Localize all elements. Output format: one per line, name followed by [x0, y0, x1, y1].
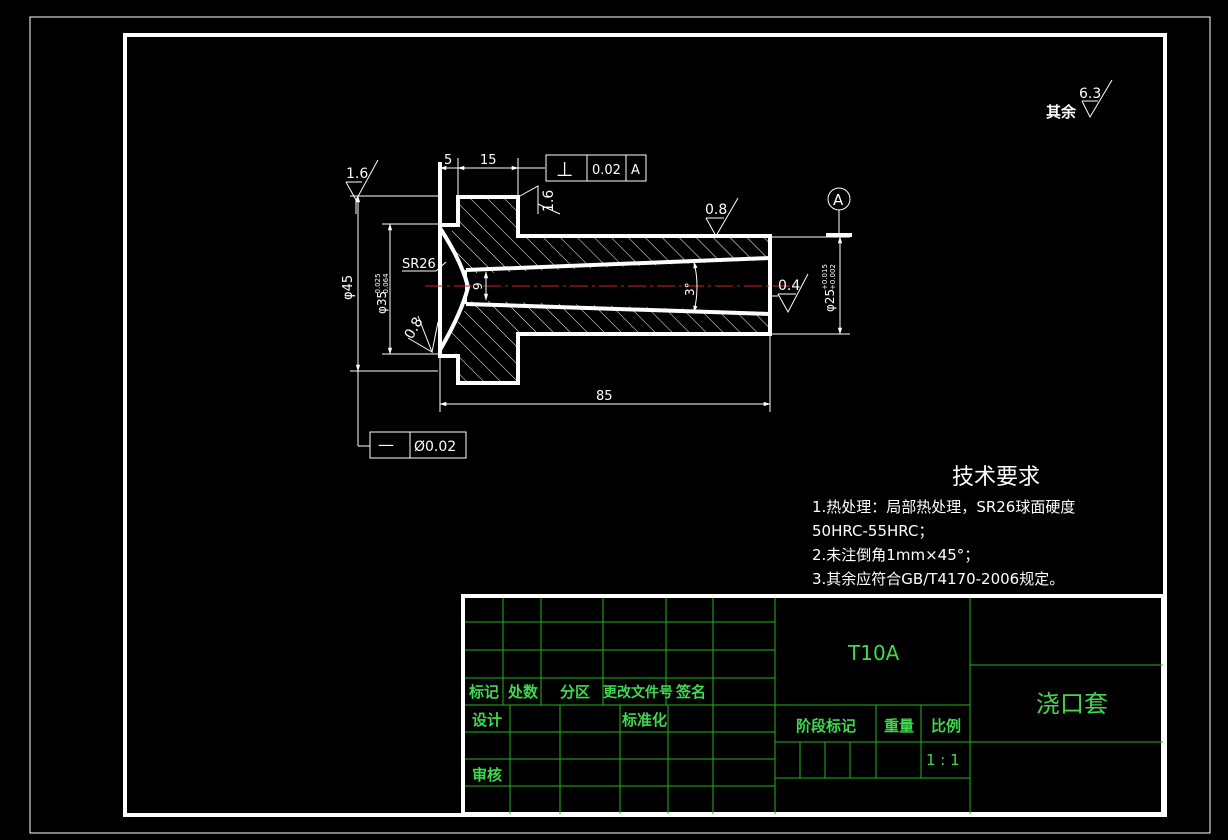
roughness-shoulder: 1.6	[519, 185, 561, 215]
tb-part-name: 浇口套	[1036, 690, 1108, 718]
bore-upper	[465, 256, 771, 272]
outer-frame	[29, 16, 1211, 834]
dim-end-tol-lower: +0.002	[829, 264, 837, 290]
tb-material: T10A	[847, 641, 900, 665]
dim-flange-diameter	[350, 195, 438, 446]
roughness-bore-value: 0.4	[778, 278, 800, 294]
roughness-shoulder-value: 1.6	[541, 190, 557, 212]
roughness-other-label: 其余	[1046, 103, 1077, 121]
lower-hatch	[446, 301, 770, 383]
dim-overall-length	[439, 336, 771, 412]
roughness-left-value: 1.6	[346, 166, 368, 182]
part-section	[425, 162, 790, 385]
tb-header-mark: 标记	[468, 683, 499, 701]
roughness-outer: 0.8	[705, 197, 739, 238]
tb-header-signature: 签名	[675, 683, 706, 701]
tb-review: 审核	[472, 766, 502, 784]
dim-end-diameter-text: φ25	[823, 289, 837, 312]
dim-bore-text: 9	[471, 282, 485, 290]
dim-taper-text: 3°	[683, 282, 697, 296]
tb-header-zone: 分区	[560, 683, 590, 701]
tech-requirement-line-1: 1.热处理：局部热处理，SR26球面硬度	[812, 498, 1075, 516]
spherical-face	[438, 226, 471, 352]
tech-requirements-title: 技术要求	[952, 465, 1040, 490]
fcf-perpendicularity: ⊥ 0.02 A	[545, 154, 647, 182]
fcf-perp-symbol: ⊥	[556, 157, 573, 181]
dim-end-tol-upper: +0.015	[821, 264, 829, 290]
tech-requirements: 技术要求 1.热处理：局部热处理，SR26球面硬度 50HRC-55HRC； 2…	[812, 465, 1075, 588]
dim-shoulder-tol-lower: -0.064	[382, 273, 390, 296]
tb-header-change-doc: 更改文件号	[603, 684, 673, 701]
datum-a-label: A	[833, 191, 844, 209]
tb-weight: 重量	[884, 717, 914, 735]
fcf-perp-value: 0.02	[592, 163, 621, 178]
roughness-bore: 0.4	[770, 273, 809, 314]
bore-lower	[465, 302, 771, 316]
tech-requirement-line-4: 3.其余应符合GB/T4170-2006规定。	[812, 570, 1064, 588]
roughness-other: 其余 6.3	[1046, 79, 1113, 121]
dim-shoulder-length: 15	[480, 153, 497, 168]
dim-flange-diameter-text: φ45	[341, 275, 356, 300]
dim-overall-length-text: 85	[596, 389, 613, 404]
tb-scale-value: 1 : 1	[926, 751, 960, 769]
tb-scale-label: 比例	[931, 717, 961, 735]
tech-requirement-line-2: 50HRC-55HRC；	[812, 522, 933, 540]
upper-hatch	[446, 197, 770, 273]
roughness-left-face: 1.6	[345, 159, 379, 214]
dim-top	[439, 158, 545, 196]
fcf-straight-value: Ø0.02	[414, 439, 456, 455]
fcf-straight-symbol: —	[378, 435, 394, 454]
roughness-outer-value: 0.8	[705, 202, 727, 218]
outer-contour	[438, 162, 772, 385]
dim-shoulder-diameter	[382, 223, 438, 355]
tb-stage-mark: 阶段标记	[796, 717, 856, 735]
dim-shoulder-diameter-text: φ35	[375, 291, 389, 314]
roughness-spherical: 0.8	[402, 315, 439, 354]
tb-header-count: 处数	[507, 683, 539, 701]
dim-sphere-radius-text: SR26	[402, 257, 436, 272]
dim-shoulder-tol-upper: -0.025	[374, 273, 382, 296]
tb-design: 设计	[472, 711, 502, 729]
dim-flange-thickness: 5	[444, 153, 452, 168]
tech-requirement-line-3: 2.未注倒角1mm×45°；	[812, 546, 979, 564]
fcf-perp-datum: A	[631, 163, 640, 178]
dim-taper	[693, 261, 698, 313]
dim-end-diameter	[772, 236, 850, 335]
title-block: 标记 处数 分区 更改文件号 签名 设计 标准化 审核 T10A 浇口套 阶段标…	[461, 594, 1165, 816]
roughness-spherical-value: 0.8	[402, 315, 427, 342]
dim-sphere-radius: SR26	[402, 257, 447, 272]
datum-a: A	[826, 187, 852, 237]
roughness-other-value: 6.3	[1079, 86, 1101, 102]
tb-standardization: 标准化	[621, 711, 667, 729]
fcf-straightness: — Ø0.02	[358, 431, 467, 459]
